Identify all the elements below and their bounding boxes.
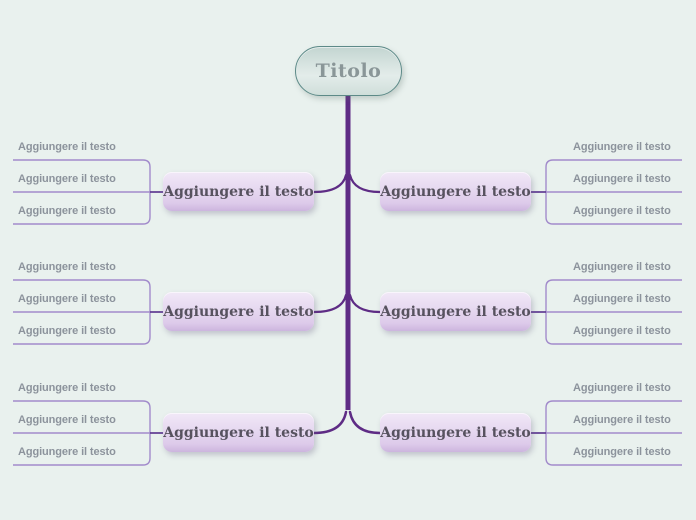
child-label[interactable]: Aggiungere il testo [18,205,116,217]
child-label[interactable]: Aggiungere il testo [573,141,671,153]
branch-node-right-2[interactable]: Aggiungere il testo [380,292,531,331]
child-label[interactable]: Aggiungere il testo [573,446,671,458]
child-label[interactable]: Aggiungere il testo [573,293,671,305]
child-label[interactable]: Aggiungere il testo [573,414,671,426]
branch-node-left-2[interactable]: Aggiungere il testo [163,292,314,331]
child-label[interactable]: Aggiungere il testo [573,173,671,185]
child-label[interactable]: Aggiungere il testo [18,261,116,273]
child-label[interactable]: Aggiungere il testo [18,173,116,185]
child-label[interactable]: Aggiungere il testo [18,325,116,337]
child-label[interactable]: Aggiungere il testo [18,141,116,153]
child-label[interactable]: Aggiungere il testo [18,446,116,458]
branch-node-left-1[interactable]: Aggiungere il testo [163,172,314,211]
child-label[interactable]: Aggiungere il testo [573,325,671,337]
child-label[interactable]: Aggiungere il testo [573,261,671,273]
child-label[interactable]: Aggiungere il testo [18,382,116,394]
branch-node-left-3[interactable]: Aggiungere il testo [163,413,314,452]
root-node-title[interactable]: Titolo [295,46,402,96]
branch-node-right-3[interactable]: Aggiungere il testo [380,413,531,452]
branch-node-right-1[interactable]: Aggiungere il testo [380,172,531,211]
child-label[interactable]: Aggiungere il testo [18,293,116,305]
child-label[interactable]: Aggiungere il testo [573,382,671,394]
child-label[interactable]: Aggiungere il testo [18,414,116,426]
child-label[interactable]: Aggiungere il testo [573,205,671,217]
